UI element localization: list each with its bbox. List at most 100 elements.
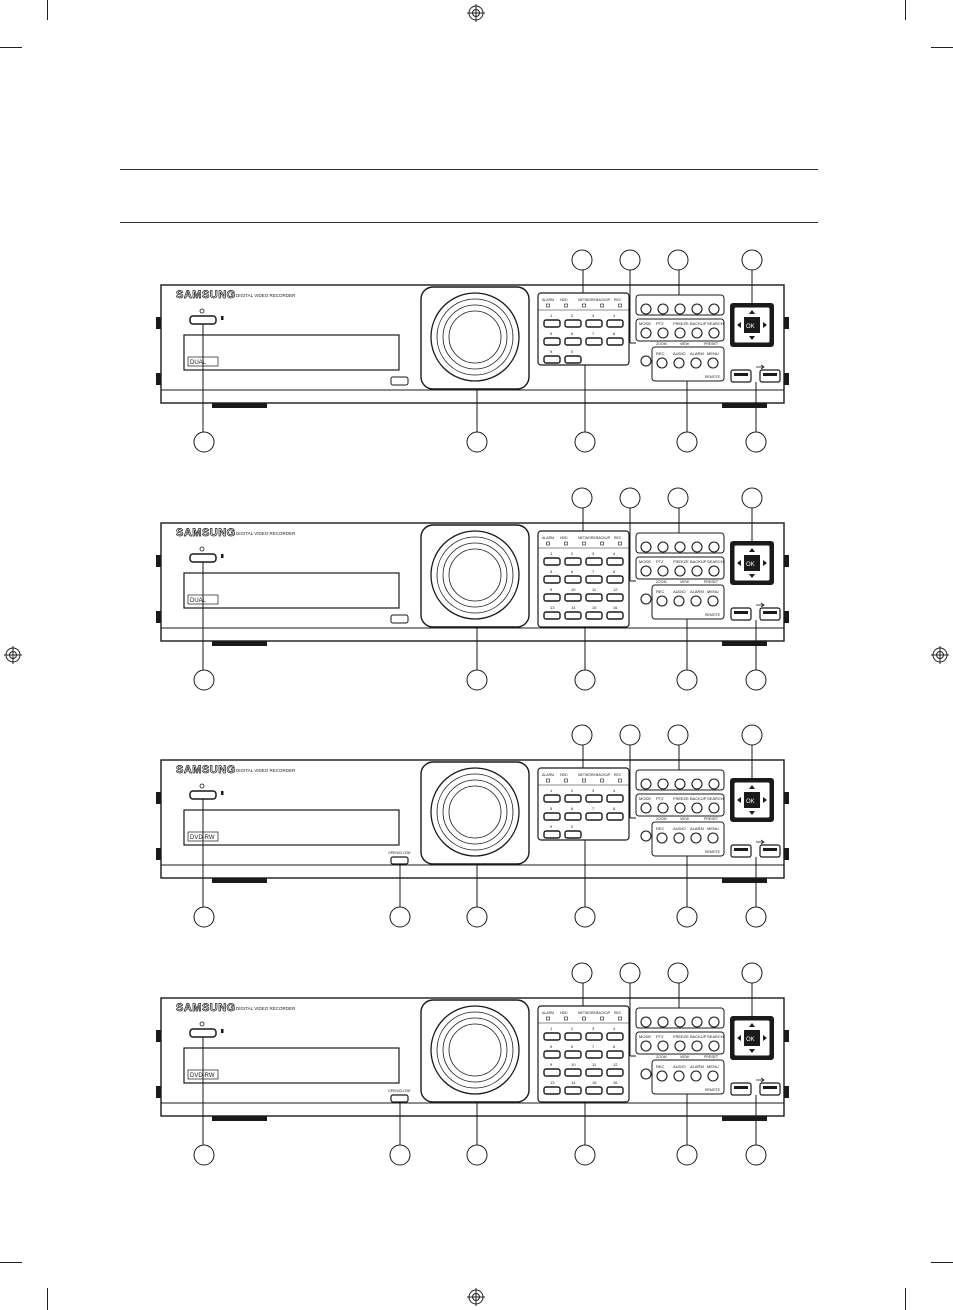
registration-mark-icon [467,1288,485,1306]
mode-button [640,778,652,790]
rec-label: ALARM [690,1064,704,1069]
ir-sensor [640,830,652,842]
numpad-button [585,794,603,803]
usb-slot [734,1086,748,1089]
jog-ring [430,292,520,382]
led-label: BACKUP [596,1011,611,1015]
numpad-label: 12 [613,1062,618,1067]
function-sub-label: ZOOM [656,1055,667,1059]
function-sub-label: ZOOM [656,580,667,584]
numpad-label: 1 [550,313,553,318]
function-button [657,1040,669,1052]
model-text: DIGITAL VIDEO RECORDER [236,1006,296,1011]
function-button [657,802,669,814]
function-button [674,565,686,577]
power-icon [199,308,205,314]
handle [784,555,789,567]
function-label: SEARCH [707,796,724,801]
callout-circle [619,962,641,984]
status-led [618,541,622,546]
led-label: ALARM [542,1011,554,1015]
led-label: HDD [560,1011,568,1015]
numpad-label: 5 [550,331,553,336]
foot [722,403,767,408]
numpad-button [606,1050,624,1059]
numpad-label: 9 [550,824,553,829]
handle [156,611,161,623]
numpad-label: 6 [571,1044,574,1049]
led-label: ALARM [542,536,554,540]
numpad-label: 0 [571,349,574,354]
numpad-label: 14 [571,1080,576,1085]
brand-logo: SAMSUNG [176,764,236,776]
dpad-enter-label: OK [746,799,755,805]
numpad-button [606,575,624,584]
brand-logo: SAMSUNG [176,1002,236,1014]
callout-circle [741,724,763,746]
callout-circle [571,962,593,984]
numpad-label: 4 [613,1026,616,1031]
usb-slot [734,373,748,376]
status-led [546,303,550,308]
rec-label: AUDIO [673,826,686,831]
remote-label: REMOTE [705,850,721,854]
callout-circle [667,487,689,509]
numpad-button [585,1032,603,1041]
mode-button [674,541,686,553]
rec-button [673,357,685,369]
numpad-label: 7 [592,331,595,336]
function-button [708,565,720,577]
callout-circle [466,906,488,928]
led-label: REC [614,773,622,777]
function-sub-label: PRESET [704,580,719,584]
function-sub-label: PRESET [704,342,719,346]
rec-button [656,832,668,844]
callout-circle [619,249,641,271]
status-led [600,1016,604,1021]
jog-ring [436,298,514,376]
numpad-label: 5 [550,1044,553,1049]
rec-label: AUDIO [673,589,686,594]
crop-mark [0,47,22,48]
function-button [640,327,652,339]
status-led [564,778,568,783]
numpad-button [543,1032,561,1041]
function-label: SEARCH [707,1034,724,1039]
mode-button [691,541,703,553]
numpad-label: 16 [613,1080,618,1085]
arrow-right-icon [763,797,767,803]
foot [212,1116,267,1121]
usb-slot [763,373,777,376]
numpad-button [585,575,603,584]
numpad-button [585,611,603,620]
function-label: MODE [639,1034,651,1039]
numpad-button [564,611,582,620]
foot [722,641,767,646]
numpad-label: 1 [550,788,553,793]
rec-label: REC [656,589,665,594]
callout-circle [676,669,698,691]
numpad-button [543,812,561,821]
callout-circle [193,431,215,453]
foot [722,878,767,883]
numpad-label: 6 [571,806,574,811]
rec-button [690,1070,702,1082]
status-led [618,1016,622,1021]
numpad-label: 1 [550,1026,553,1031]
numpad-button [585,1050,603,1059]
callout-circle [676,906,698,928]
brand-logo: SAMSUNG [176,289,236,301]
function-sub-label: ZOOM [656,817,667,821]
function-button [691,327,703,339]
function-button [691,1040,703,1052]
registration-mark-icon [931,646,949,664]
status-led [600,541,604,546]
numpad-button [543,557,561,566]
callout-circle [571,487,593,509]
callout-circle [571,724,593,746]
numpad-button [543,830,561,839]
callout-circle [574,431,596,453]
numpad-button [543,794,561,803]
